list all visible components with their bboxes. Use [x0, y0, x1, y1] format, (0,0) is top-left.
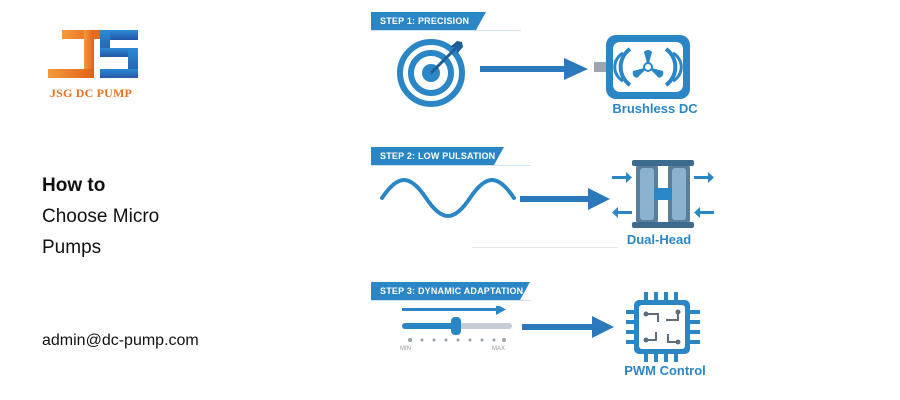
- step-1-tag: STEP 1: PRECISION: [371, 12, 486, 30]
- step-3-divider: [371, 300, 531, 301]
- target-icon: [397, 39, 465, 107]
- step-1-caption: Brushless DC: [612, 101, 698, 116]
- microchip-icon: [626, 292, 700, 362]
- page-title-line-1: How to: [42, 175, 106, 196]
- step-2-divider: [371, 165, 531, 166]
- arrow-right-icon: [480, 58, 588, 80]
- page-title-line-3: Pumps: [42, 237, 102, 258]
- contact-email: admin@dc-pump.com: [42, 332, 199, 349]
- step-2-tag: STEP 2: LOW PULSATION: [371, 147, 504, 165]
- step-1-divider: [371, 30, 521, 31]
- slider-max-label: MAX: [492, 346, 506, 352]
- slider-min-label: MIN: [400, 346, 411, 352]
- slider-icon: [402, 306, 512, 342]
- brushless-motor-icon: [594, 35, 690, 99]
- step-2-caption: Dual-Head: [626, 232, 692, 247]
- step-3-tag: STEP 3: DYNAMIC ADAPTATION: [371, 282, 530, 300]
- sine-wave-icon: [380, 178, 516, 218]
- page-title-line-2: Choose Micro: [42, 206, 160, 227]
- dual-head-pump-icon: [612, 160, 714, 228]
- arrow-right-icon: [520, 188, 610, 210]
- jsg-logo-icon: [48, 30, 138, 78]
- brand-name: JSG DC PUMP: [49, 86, 133, 100]
- arrow-right-icon: [522, 316, 614, 338]
- wave-baseline: [472, 247, 618, 248]
- step-3-caption: PWM Control: [624, 363, 706, 378]
